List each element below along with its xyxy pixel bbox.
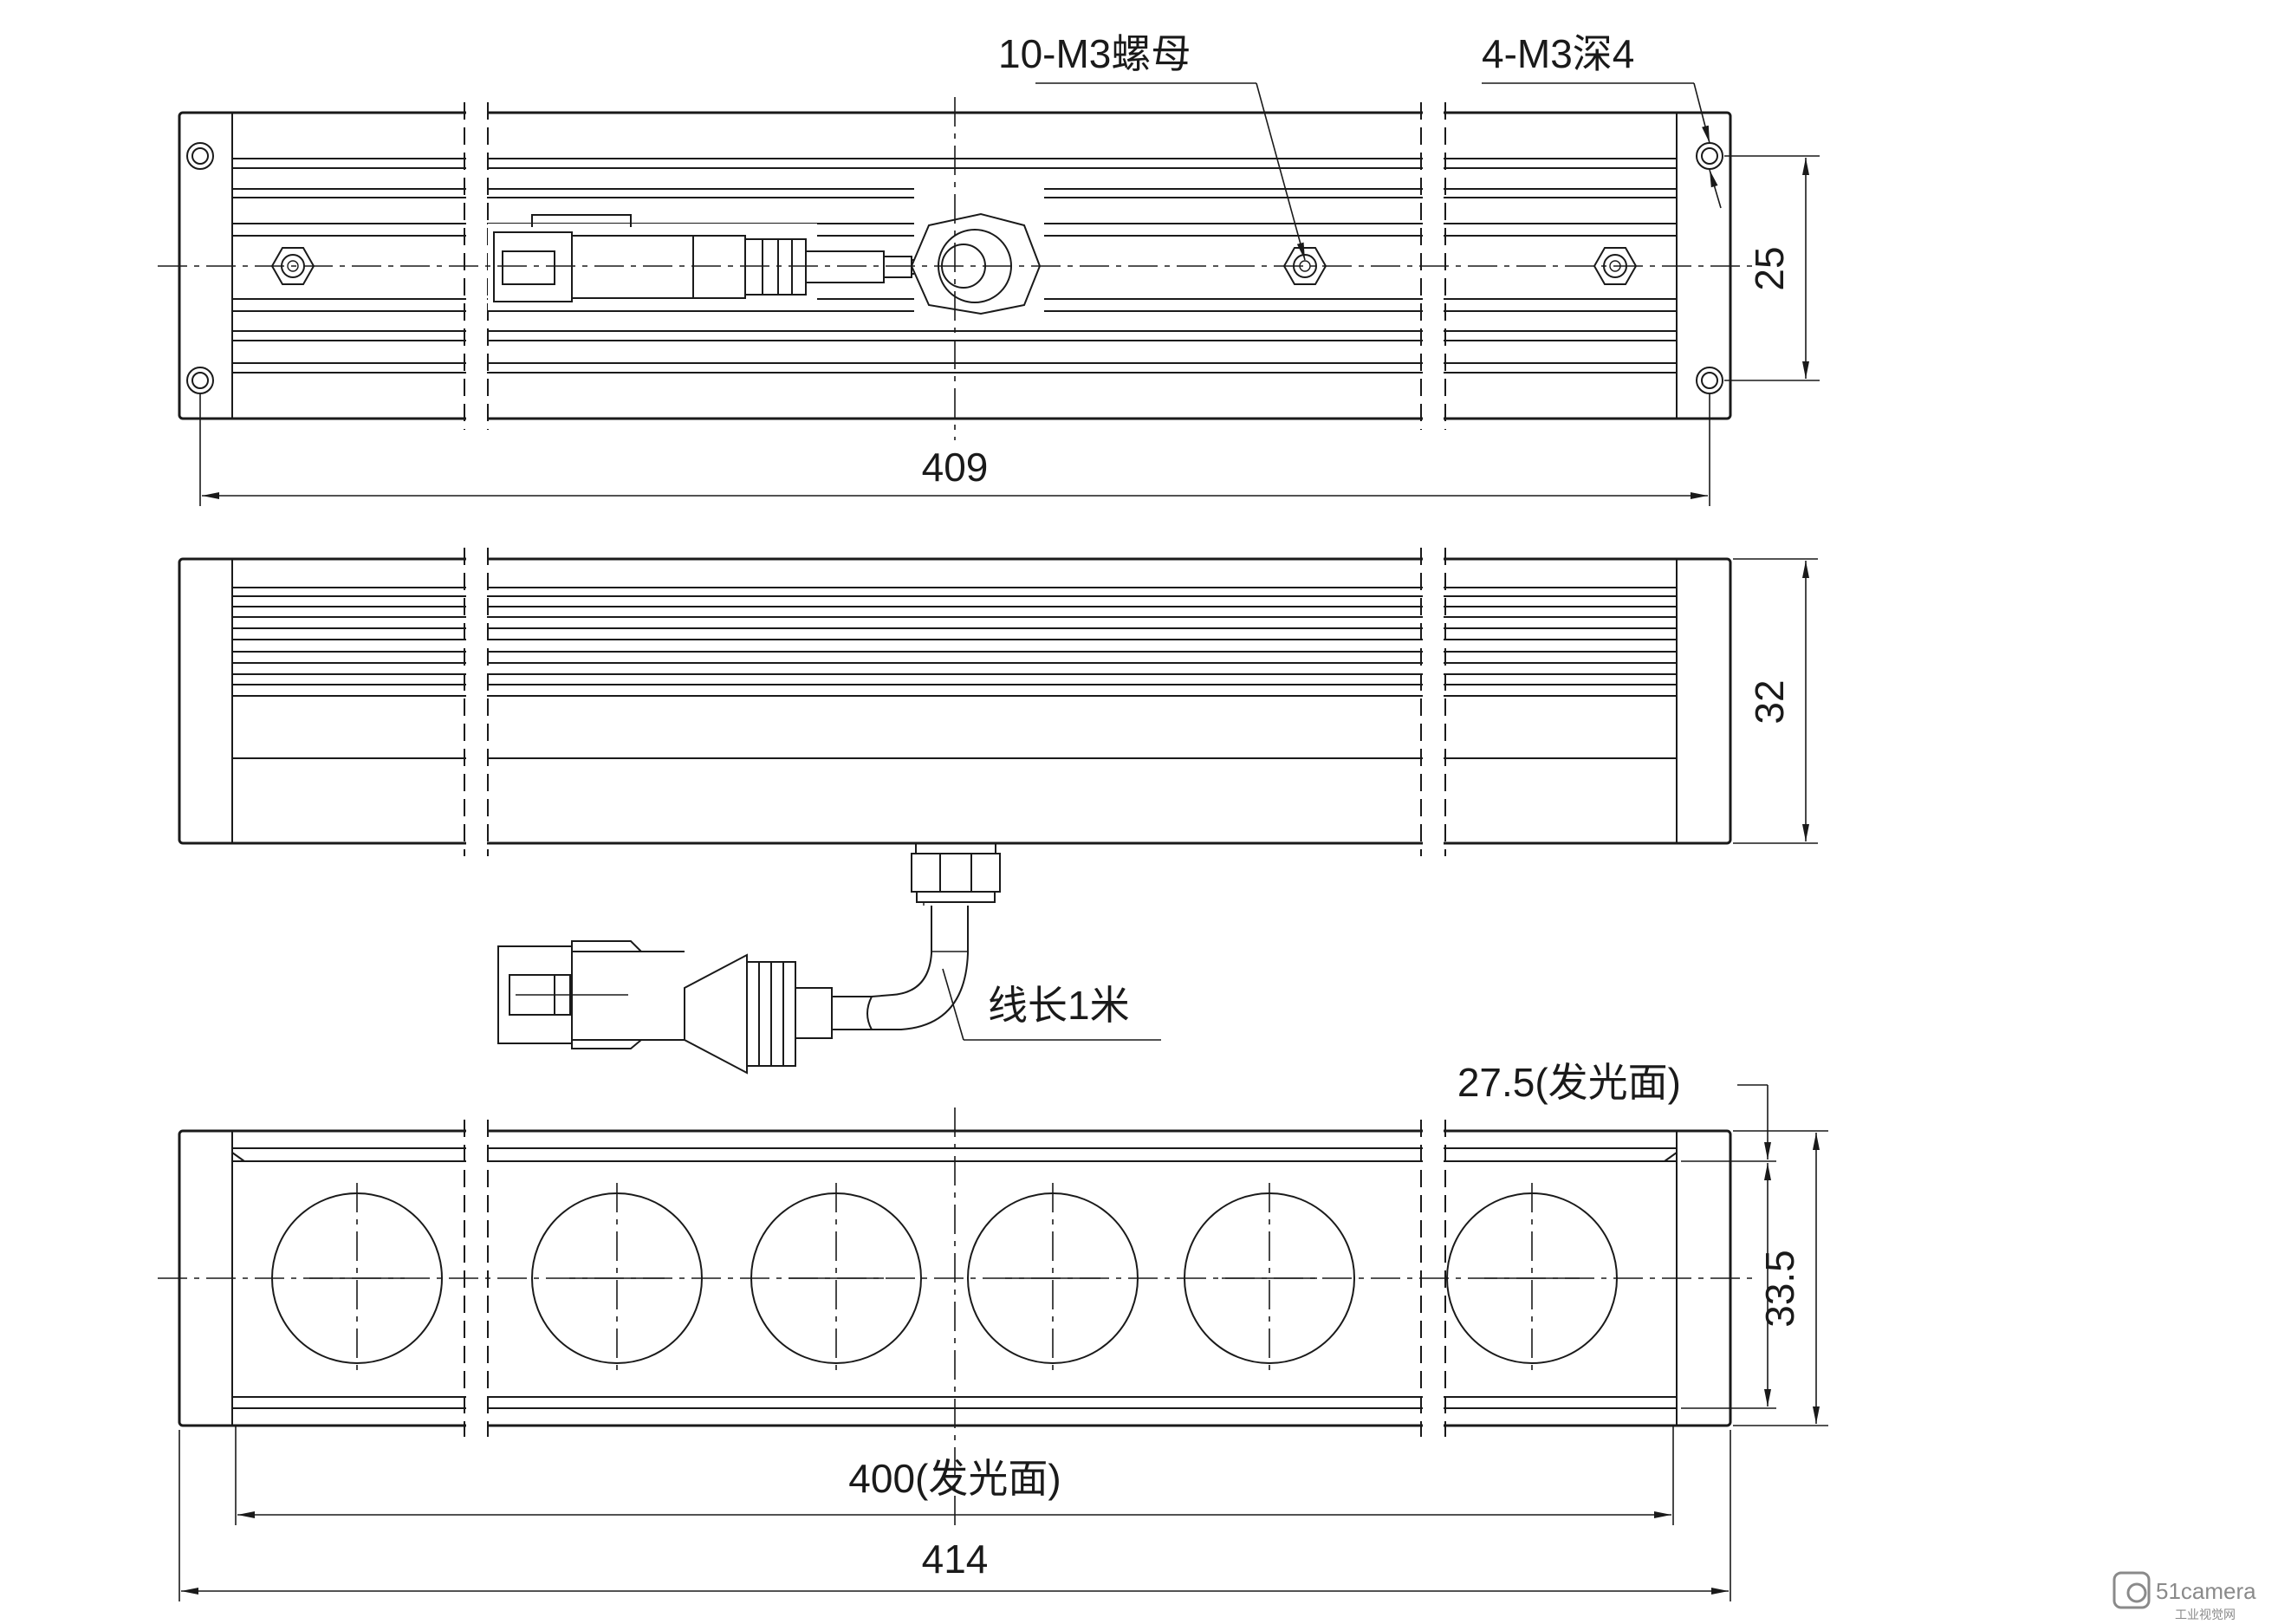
cable-length-callout: 线长1米 — [942, 968, 1161, 1041]
dim-width-25: 25 — [1724, 155, 1820, 381]
cable — [866, 906, 969, 1030]
nut-callout-label: 10-M3螺母 — [998, 31, 1191, 76]
cable-connector — [497, 940, 872, 1075]
dim-height-32-label: 32 — [1747, 679, 1792, 724]
dim-front-height-label: 33.5 — [1757, 1250, 1802, 1328]
dim-total-length-label: 414 — [922, 1536, 989, 1582]
watermark-subtext: 工业视觉网 — [2175, 1608, 2236, 1621]
dim-emitting-height: 27.5(发光面) — [1457, 1060, 1776, 1409]
hole-callout: 4-M3深4 — [1482, 31, 1722, 209]
corner-hole — [186, 367, 214, 394]
dim-height-32: 32 — [1733, 558, 1818, 844]
watermark-logo: 51camera 工业视觉网 — [2113, 1571, 2256, 1621]
front-view: 400(发光面) 414 33.5 27.5(发光面) — [158, 1060, 1828, 1601]
dim-length-409-label: 409 — [922, 445, 989, 490]
side-view-fins — [232, 587, 1677, 759]
side-view-break-lines — [464, 548, 1446, 856]
watermark-logo-text: 51camera — [2156, 1578, 2256, 1604]
dim-emitting-height-label: 27.5(发光面) — [1457, 1060, 1681, 1105]
dim-emitting-length-label: 400(发光面) — [848, 1456, 1061, 1501]
corner-hole — [1696, 142, 1723, 170]
hole-callout-label: 4-M3深4 — [1482, 31, 1634, 76]
dim-total-length: 414 — [178, 1430, 1731, 1601]
dim-width-25-label: 25 — [1747, 246, 1792, 290]
top-view: 25 409 10-M3螺母 4-M3深4 — [158, 31, 1820, 506]
cable-gland-side — [911, 842, 1001, 906]
cable-gland-top — [910, 184, 1044, 315]
top-view-connector — [488, 214, 920, 310]
cable-length-label: 线长1米 — [988, 983, 1130, 1028]
corner-hole — [186, 142, 214, 170]
corner-hole — [1696, 367, 1723, 394]
dim-emitting-length: 400(发光面) — [235, 1426, 1674, 1525]
dim-length-409: 409 — [199, 394, 1710, 506]
side-view-outline — [178, 557, 1732, 845]
side-view: 线长1米 32 — [178, 548, 1818, 1075]
nut-callout: 10-M3螺母 — [998, 31, 1306, 261]
